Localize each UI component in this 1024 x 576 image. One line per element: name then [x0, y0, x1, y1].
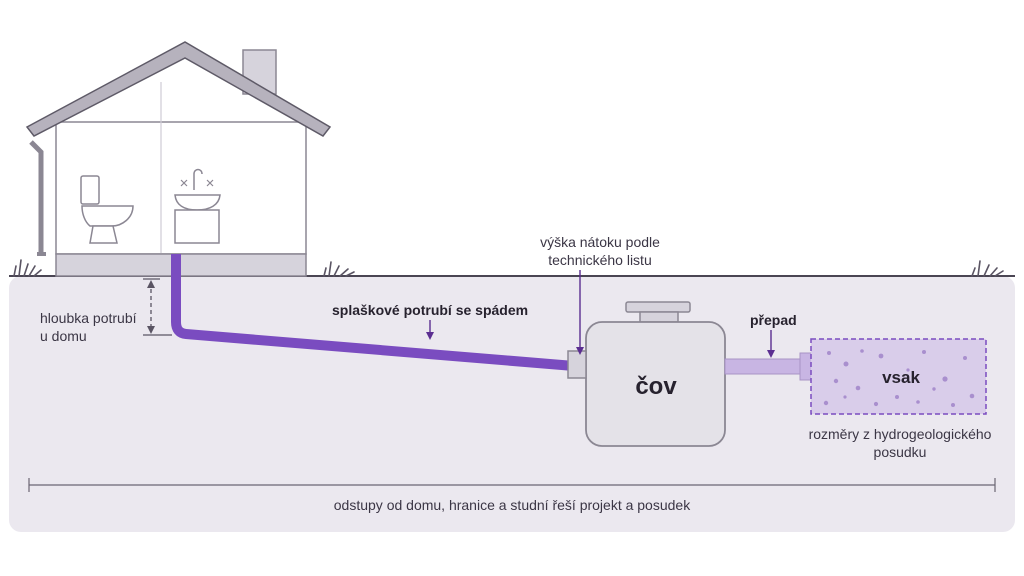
soakaway-label: vsak — [882, 368, 920, 387]
inflow-height-label-line-1: výška nátoku podle — [540, 234, 660, 250]
sink-icon — [174, 168, 221, 244]
tank-neck — [639, 311, 679, 323]
treatment-plant-label: čov — [635, 373, 677, 400]
inlet-fitting — [567, 350, 587, 379]
soakaway-note-line-1: rozměry z hydrogeologického — [808, 426, 992, 442]
toilet-icon — [80, 175, 134, 244]
soakaway-note-line-2: posudku — [873, 444, 927, 460]
sewage-pipe — [171, 254, 575, 371]
overflow-label: přepad — [750, 312, 797, 328]
house-icon — [25, 41, 332, 277]
distance-dimension-line — [28, 478, 996, 492]
faucet-icon — [193, 168, 203, 190]
roof — [25, 41, 332, 137]
inflow-height-label-line-2: technického listu — [548, 252, 652, 268]
pipe-depth-label-line-1: hloubka potrubí — [40, 310, 137, 326]
annotation-arrows — [426, 270, 775, 358]
treatment-tank-icon — [567, 301, 726, 447]
downpipe-icon — [29, 140, 46, 256]
tank-lid — [625, 301, 691, 313]
grass-icon — [13, 259, 1004, 277]
pipe-depth-label-line-2: u domu — [40, 328, 87, 344]
tank-body — [585, 321, 726, 447]
pipe-depth-marker — [143, 278, 172, 336]
sewage-pipe-label: splaškové potrubí se spádem — [332, 302, 529, 318]
overflow-pipe — [724, 358, 808, 375]
soakaway-icon — [810, 338, 987, 415]
distances-note: odstupy od domu, hranice a studní řeší p… — [333, 497, 691, 513]
